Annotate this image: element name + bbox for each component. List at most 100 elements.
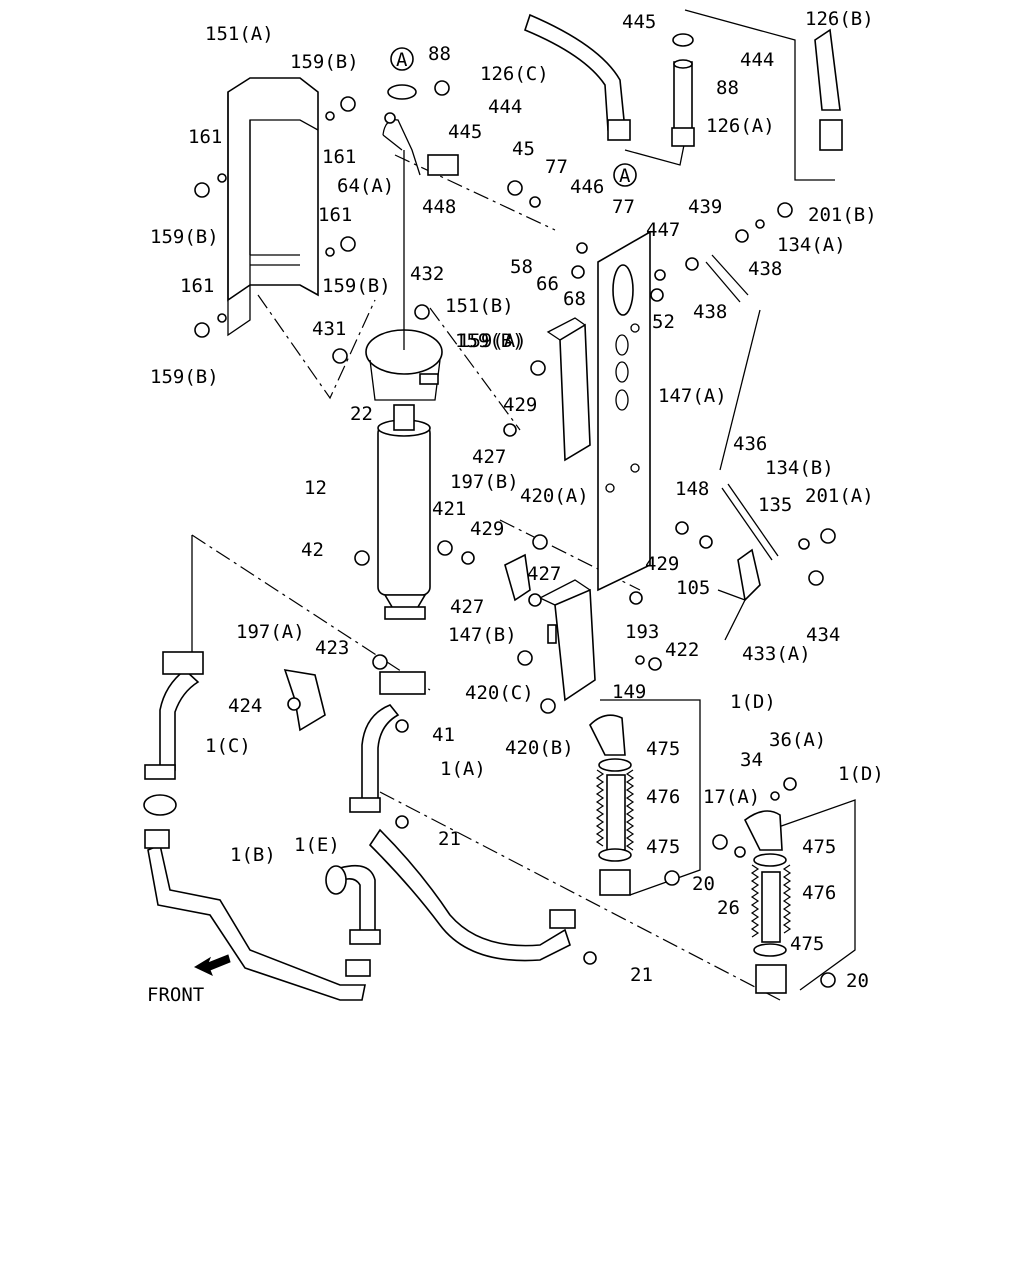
heat-shield-151a xyxy=(227,77,319,337)
part-label: 41 xyxy=(432,724,455,746)
part-label: 444 xyxy=(740,49,774,71)
front-indicator: FRONT xyxy=(147,954,231,1006)
part-label: 433(A) xyxy=(742,643,811,665)
exhaust-pipe-lower xyxy=(368,828,576,962)
part-label: 1(B) xyxy=(230,844,276,866)
part-label: 432 xyxy=(410,263,444,285)
hardware-fasteners xyxy=(194,80,836,988)
part-label: 201(A) xyxy=(805,485,874,507)
part-label: 159(B) xyxy=(322,275,391,297)
stay-147b xyxy=(538,579,596,702)
bracket-197a xyxy=(283,668,326,732)
part-label: 475 xyxy=(646,738,680,760)
part-label: 429 xyxy=(470,518,504,540)
part-label: 476 xyxy=(646,786,680,808)
part-label: 439 xyxy=(688,196,722,218)
part-label: 126(A) xyxy=(706,115,775,137)
part-label: 36(A) xyxy=(769,729,826,751)
front-label: FRONT xyxy=(147,984,204,1006)
part-label: 21 xyxy=(438,828,461,850)
part-label: 476 xyxy=(802,882,836,904)
part-label: 134(B) xyxy=(765,457,834,479)
part-label: 77 xyxy=(612,196,635,218)
part-label: 197(B) xyxy=(450,471,519,493)
bracket-433a xyxy=(717,548,761,641)
part-label: 448 xyxy=(422,196,456,218)
exhaust-pipe-1b xyxy=(143,794,371,1001)
part-label: 151(A) xyxy=(205,23,274,45)
part-label: 88 xyxy=(428,43,451,65)
part-label: 422 xyxy=(665,639,699,661)
part-label: 427 xyxy=(527,563,561,585)
part-label: 429 xyxy=(503,394,537,416)
part-label: 64(A) xyxy=(337,175,394,197)
u-bolt-64a xyxy=(382,119,459,350)
part-label: 105 xyxy=(676,577,710,599)
part-label: 431 xyxy=(312,318,346,340)
callout-a-top: A xyxy=(387,47,417,100)
callout-a-right-text: A xyxy=(619,165,631,187)
part-label: 12 xyxy=(304,477,327,499)
flex-pipe-1d-lower xyxy=(743,810,792,994)
part-label: 161 xyxy=(188,126,222,148)
part-label: 436 xyxy=(733,433,767,455)
part-label: 193 xyxy=(625,621,659,643)
part-label: 148 xyxy=(675,478,709,500)
part-label: 159(B) xyxy=(290,51,359,73)
callout-a-top-text: A xyxy=(396,49,408,71)
part-label: 444 xyxy=(488,96,522,118)
part-label: 420(C) xyxy=(465,682,534,704)
part-label: 429 xyxy=(645,553,679,575)
part-label: 159(B) xyxy=(150,226,219,248)
part-label: 427 xyxy=(450,596,484,618)
part-label: 161 xyxy=(318,204,352,226)
part-label: 22 xyxy=(350,403,373,425)
part-label: 475 xyxy=(790,933,824,955)
part-label: 42 xyxy=(301,539,324,561)
part-label: 424 xyxy=(228,695,262,717)
part-label: 147(B) xyxy=(448,624,517,646)
part-label: 438 xyxy=(693,301,727,323)
part-label: 34 xyxy=(740,749,763,771)
tail-pipe-126b xyxy=(814,28,843,151)
part-label: 427 xyxy=(472,446,506,468)
part-label: 159(B) xyxy=(455,330,524,352)
part-label: 159(B) xyxy=(150,366,219,388)
part-label: 1(D) xyxy=(838,763,884,785)
part-label: 134(A) xyxy=(777,234,846,256)
bracket-197b xyxy=(504,553,531,602)
part-label: 45 xyxy=(512,138,535,160)
part-label: 159(A) xyxy=(458,330,527,352)
part-label: 420(A) xyxy=(520,485,589,507)
muffler-12 xyxy=(377,404,431,620)
part-label: 1(C) xyxy=(205,735,251,757)
callout-a-right: A xyxy=(613,33,694,187)
tail-pipe-126a xyxy=(671,59,695,147)
part-label: 52 xyxy=(652,311,675,333)
part-label: 26 xyxy=(717,897,740,919)
part-label: 68 xyxy=(563,288,586,310)
part-label: 149 xyxy=(612,681,646,703)
part-label: 475 xyxy=(802,836,836,858)
part-label: 445 xyxy=(448,121,482,143)
part-label: 135 xyxy=(758,494,792,516)
part-label: 446 xyxy=(570,176,604,198)
rod-436 xyxy=(705,254,779,561)
part-label: 20 xyxy=(692,873,715,895)
part-label: 151(B) xyxy=(445,295,514,317)
part-label: 20 xyxy=(846,970,869,992)
part-label: 197(A) xyxy=(236,621,305,643)
part-label: 1(D) xyxy=(730,691,776,713)
part-label: 126(C) xyxy=(480,63,549,85)
exhaust-pipe-1a xyxy=(349,671,426,813)
part-label: 423 xyxy=(315,637,349,659)
part-label: 447 xyxy=(646,219,680,241)
part-label: 88 xyxy=(716,77,739,99)
front-arrow-icon xyxy=(193,954,231,976)
part-label: 1(E) xyxy=(294,834,340,856)
part-label: 58 xyxy=(510,256,533,278)
part-label: 66 xyxy=(536,273,559,295)
part-label: 161 xyxy=(322,146,356,168)
